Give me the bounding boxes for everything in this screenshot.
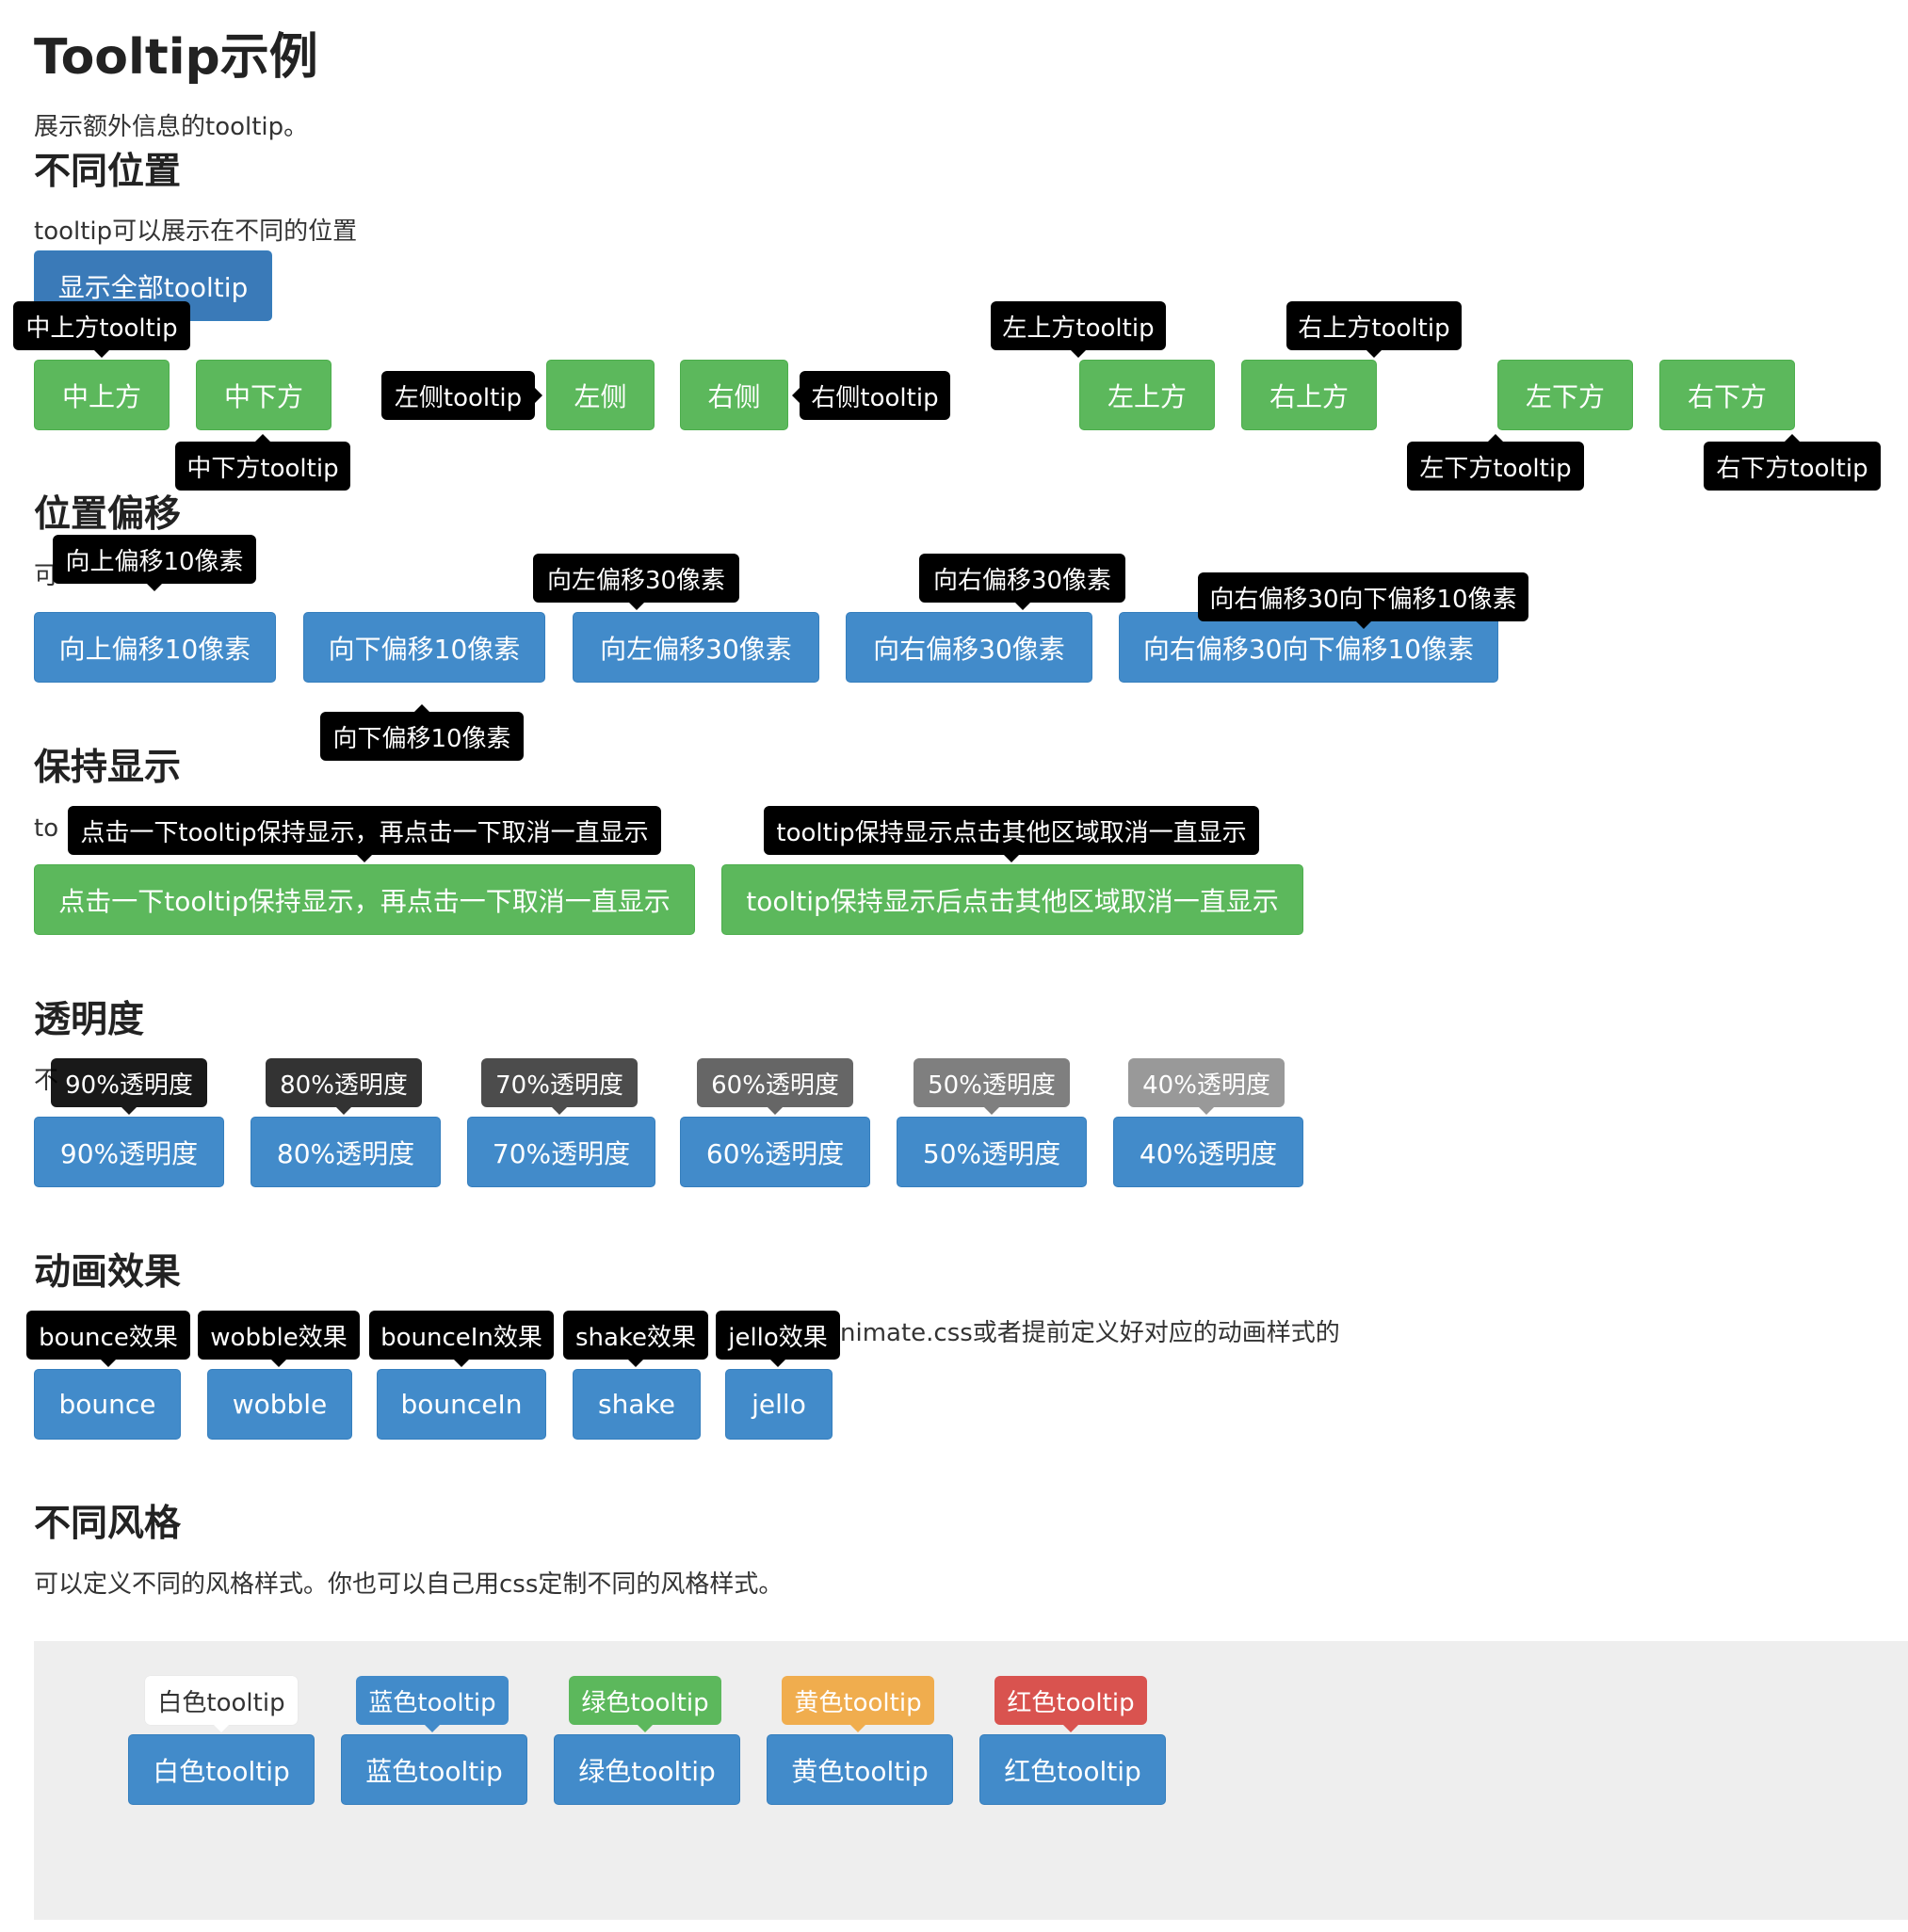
- tooltip-right: 右侧tooltip: [792, 371, 950, 420]
- positions-desc: tooltip可以展示在不同的位置: [34, 217, 358, 246]
- bottom-center-button[interactable]: 中下方: [196, 360, 331, 430]
- bottom-right-button[interactable]: 右下方: [1659, 360, 1795, 430]
- opacity-90-button[interactable]: 90%透明度: [34, 1117, 224, 1187]
- section-heading-positions: 不同位置: [34, 151, 182, 193]
- keep-click-away-button[interactable]: tooltip保持显示后点击其他区域取消一直显示: [721, 864, 1303, 935]
- styles-desc: 可以定义不同的风格样式。你也可以自己用css定制不同的风格样式。: [34, 1570, 784, 1599]
- offset-up-10-button[interactable]: 向上偏移10像素: [34, 612, 276, 683]
- tooltip-offset-up-10: 向上偏移10像素: [53, 535, 256, 591]
- tooltip-opacity-80: 80%透明度: [266, 1058, 422, 1115]
- tooltip-bottom-right: 右下方tooltip: [1704, 434, 1881, 491]
- top-center-button[interactable]: 中上方: [34, 360, 170, 430]
- offset-down-10-button[interactable]: 向下偏移10像素: [303, 612, 545, 683]
- tooltip-jello: jello效果: [716, 1311, 840, 1367]
- shake-button[interactable]: shake: [573, 1369, 701, 1440]
- white-style-button[interactable]: 白色tooltip: [128, 1734, 315, 1805]
- tooltip-top-left: 左上方tooltip: [991, 301, 1166, 358]
- tooltip-shake: shake效果: [563, 1311, 708, 1367]
- tooltip-top-center: 中上方tooltip: [13, 301, 190, 358]
- tooltip-yellow-style: 黄色tooltip: [782, 1676, 934, 1732]
- tooltip-left: 左侧tooltip: [381, 371, 542, 420]
- tooltip-offset-right-30-down-10: 向右偏移30向下偏移10像素: [1198, 572, 1528, 629]
- section-heading-opacity: 透明度: [34, 999, 145, 1041]
- green-style-button[interactable]: 绿色tooltip: [554, 1734, 740, 1805]
- tooltip-bottom-center: 中下方tooltip: [175, 434, 350, 491]
- styles-demo-panel: [34, 1641, 1908, 1920]
- opacity-50-button[interactable]: 50%透明度: [897, 1117, 1087, 1187]
- tooltip-wobble: wobble效果: [198, 1311, 360, 1367]
- bouncein-button[interactable]: bounceIn: [377, 1369, 546, 1440]
- opacity-40-button[interactable]: 40%透明度: [1113, 1117, 1303, 1187]
- animation-desc: nimate.css或者提前定义好对应的动画样式的: [840, 1319, 1340, 1347]
- jello-button[interactable]: jello: [725, 1369, 833, 1440]
- bottom-left-button[interactable]: 左下方: [1497, 360, 1633, 430]
- section-heading-keep: 保持显示: [34, 747, 182, 789]
- keep-desc: to: [34, 814, 59, 843]
- tooltip-green-style: 绿色tooltip: [569, 1676, 721, 1732]
- right-button[interactable]: 右侧: [680, 360, 788, 430]
- tooltip-blue-style: 蓝色tooltip: [356, 1676, 509, 1732]
- wobble-button[interactable]: wobble: [207, 1369, 352, 1440]
- tooltip-opacity-40: 40%透明度: [1128, 1058, 1285, 1115]
- tooltip-bottom-left: 左下方tooltip: [1407, 434, 1584, 491]
- tooltip-opacity-70: 70%透明度: [481, 1058, 638, 1115]
- red-style-button[interactable]: 红色tooltip: [979, 1734, 1166, 1805]
- tooltip-bounce: bounce效果: [26, 1311, 190, 1367]
- tooltip-keep-toggle: 点击一下tooltip保持显示，再点击一下取消一直显示: [68, 806, 661, 862]
- page-title: Tooltip示例: [34, 29, 318, 86]
- tooltip-offset-down-10: 向下偏移10像素: [320, 704, 524, 761]
- blue-style-button[interactable]: 蓝色tooltip: [341, 1734, 527, 1805]
- tooltip-bouncein: bounceIn效果: [369, 1311, 554, 1367]
- tooltip-top-right: 右上方tooltip: [1286, 301, 1462, 358]
- tooltip-red-style: 红色tooltip: [994, 1676, 1147, 1732]
- offset-right-30-down-10-button[interactable]: 向右偏移30向下偏移10像素: [1119, 612, 1498, 683]
- top-right-button[interactable]: 右上方: [1241, 360, 1377, 430]
- bounce-button[interactable]: bounce: [34, 1369, 181, 1440]
- section-heading-animation: 动画效果: [34, 1251, 182, 1294]
- tooltip-white-style: 白色tooltip: [145, 1676, 298, 1732]
- offset-right-30-button[interactable]: 向右偏移30像素: [846, 612, 1092, 683]
- left-button[interactable]: 左侧: [546, 360, 655, 430]
- keep-toggle-button[interactable]: 点击一下tooltip保持显示，再点击一下取消一直显示: [34, 864, 695, 935]
- tooltip-keep-click-away: tooltip保持显示点击其他区域取消一直显示: [764, 806, 1259, 862]
- opacity-80-button[interactable]: 80%透明度: [251, 1117, 441, 1187]
- tooltip-offset-right-30: 向右偏移30像素: [919, 554, 1125, 610]
- yellow-style-button[interactable]: 黄色tooltip: [767, 1734, 953, 1805]
- page-intro: 展示额外信息的tooltip。: [34, 113, 309, 141]
- tooltip-offset-left-30: 向左偏移30像素: [533, 554, 739, 610]
- section-heading-offset: 位置偏移: [34, 493, 182, 536]
- offset-left-30-button[interactable]: 向左偏移30像素: [573, 612, 819, 683]
- tooltip-opacity-90: 90%透明度: [51, 1058, 207, 1115]
- section-heading-styles: 不同风格: [34, 1503, 182, 1545]
- tooltip-opacity-50: 50%透明度: [914, 1058, 1070, 1115]
- tooltip-opacity-60: 60%透明度: [697, 1058, 853, 1115]
- top-left-button[interactable]: 左上方: [1079, 360, 1215, 430]
- opacity-60-button[interactable]: 60%透明度: [680, 1117, 870, 1187]
- opacity-70-button[interactable]: 70%透明度: [467, 1117, 655, 1187]
